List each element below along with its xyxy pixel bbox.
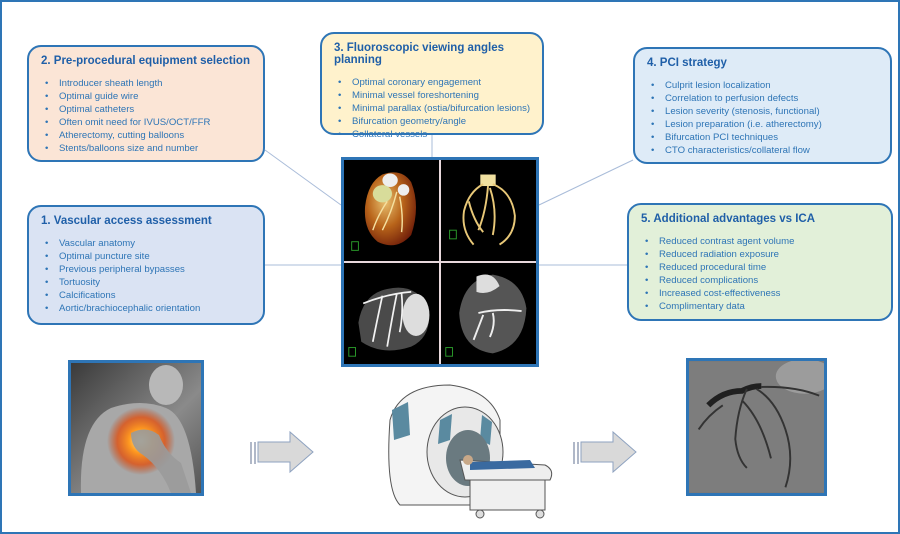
box-fluoroscopic-planning: 3. Fluoroscopic viewing angles planning … — [320, 32, 544, 141]
list-item: Previous peripheral bypasses — [45, 263, 251, 276]
list-item: Optimal catheters — [45, 103, 251, 116]
list-item: Atherectomy, cutting balloons — [45, 129, 251, 142]
box-vascular-access: 1. Vascular access assessment Vascular a… — [27, 205, 265, 325]
list-item: Optimal guide wire — [45, 90, 251, 103]
item-list: Optimal coronary engagement Minimal vess… — [334, 76, 530, 141]
item-list: Culprit lesion localization Correlation … — [647, 79, 878, 157]
box-title: 2. Pre-procedural equipment selection — [41, 55, 250, 67]
box-pci-strategy: 4. PCI strategy Culprit lesion localizat… — [633, 47, 892, 164]
list-item: Reduced complications — [645, 274, 879, 287]
list-item: Bifurcation PCI techniques — [651, 131, 878, 144]
ct-reconstruction-panel — [341, 157, 539, 367]
ct-scanner-image — [388, 384, 553, 519]
list-item: Optimal puncture site — [45, 250, 251, 263]
list-item: Lesion preparation (i.e. atherectomy) — [651, 118, 878, 131]
item-list: Vascular anatomy Optimal puncture site P… — [41, 237, 251, 315]
list-item: Reduced radiation exposure — [645, 248, 879, 261]
list-item: Lesion severity (stenosis, functional) — [651, 105, 878, 118]
list-item: Complimentary data — [645, 300, 879, 313]
list-item: Minimal parallax (ostia/bifurcation lesi… — [338, 102, 530, 115]
ct-coronary-tree-image — [440, 160, 536, 262]
box-title: 5. Additional advantages vs ICA — [641, 213, 816, 225]
ct-mip-right-image — [440, 262, 536, 364]
box-title: 3. Fluoroscopic viewing angles planning — [334, 42, 504, 66]
ct-mip-left-image — [344, 262, 440, 364]
list-item: Vascular anatomy — [45, 237, 251, 250]
list-item: Stents/balloons size and number — [45, 142, 251, 155]
list-item: Reduced procedural time — [645, 261, 879, 274]
list-item: Aortic/brachiocephalic orientation — [45, 302, 251, 315]
right-arrow-icon — [250, 430, 314, 474]
panel-divider — [344, 261, 536, 263]
box-title: 1. Vascular access assessment — [41, 215, 212, 227]
list-item: Correlation to perfusion defects — [651, 92, 878, 105]
list-item: Minimal vessel foreshortening — [338, 89, 530, 102]
box-equipment-selection: 2. Pre-procedural equipment selection In… — [27, 45, 265, 162]
item-list: Reduced contrast agent volume Reduced ra… — [641, 235, 879, 313]
list-item: Optimal coronary engagement — [338, 76, 530, 89]
list-item: Increased cost-effectiveness — [645, 287, 879, 300]
chest-pain-patient-image — [68, 360, 204, 496]
box-title: 4. PCI strategy — [647, 57, 727, 69]
item-list: Introducer sheath length Optimal guide w… — [41, 77, 251, 155]
list-item: Calcifications — [45, 289, 251, 302]
list-item: Collateral vessels — [338, 128, 530, 141]
coronary-angiogram-image — [686, 358, 827, 496]
list-item: Culprit lesion localization — [651, 79, 878, 92]
right-arrow-icon — [573, 430, 637, 474]
list-item: Often omit need for IVUS/OCT/FFR — [45, 116, 251, 129]
list-item: Reduced contrast agent volume — [645, 235, 879, 248]
list-item: Introducer sheath length — [45, 77, 251, 90]
ct-3d-heart-image — [344, 160, 440, 262]
box-additional-advantages: 5. Additional advantages vs ICA Reduced … — [627, 203, 893, 321]
list-item: Tortuosity — [45, 276, 251, 289]
list-item: Bifurcation geometry/angle — [338, 115, 530, 128]
list-item: CTO characteristics/collateral flow — [651, 144, 878, 157]
